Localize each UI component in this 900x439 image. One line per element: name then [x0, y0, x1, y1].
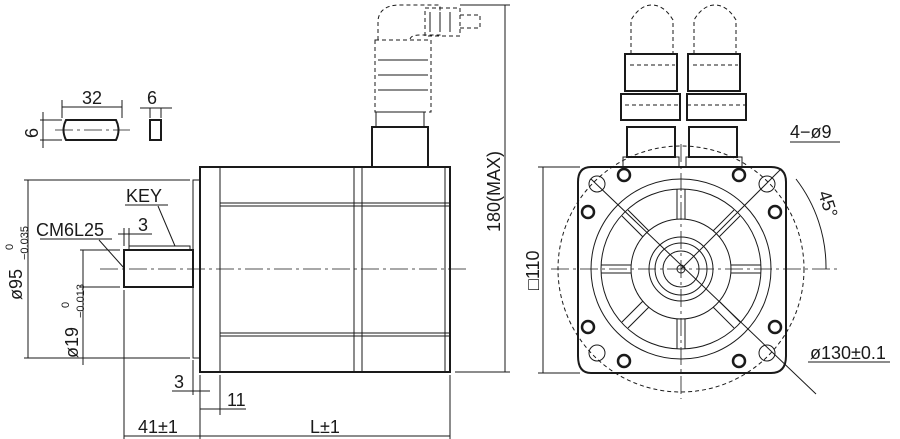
tap-label: CM6L25 — [36, 220, 104, 240]
side-view — [100, 4, 481, 373]
svg-text:0: 0 — [4, 244, 16, 250]
side-dimensions — [24, 4, 510, 439]
mount-holes-label: 4−ø9 — [790, 122, 832, 142]
square-size-label: □110 — [523, 250, 543, 290]
bolt-holes — [580, 167, 783, 369]
pilot-diameter-label: ø95 0 −0.035 — [4, 226, 31, 300]
shaft-length-label: 41±1 — [138, 417, 178, 437]
mount-holes — [588, 175, 776, 362]
key-height-label: 6 — [22, 128, 42, 138]
svg-text:0: 0 — [60, 302, 72, 308]
bolt-circle-label: ø130±0.1 — [810, 343, 886, 363]
height-max-label: 180(MAX) — [484, 151, 504, 232]
body-length-label: L±1 — [310, 417, 340, 437]
front-dimensions — [538, 141, 890, 374]
svg-text:ø95: ø95 — [6, 269, 26, 300]
svg-text:−0.013: −0.013 — [75, 284, 87, 318]
key-label: KEY — [126, 186, 162, 206]
key-width-label: 6 — [147, 88, 157, 108]
flange-thickness-label: 3 — [174, 372, 184, 392]
key-offset-label: 3 — [138, 215, 148, 235]
svg-text:−0.035: −0.035 — [19, 226, 31, 260]
angle-label: 45° — [814, 188, 841, 220]
connector-side — [374, 4, 481, 113]
flange-to-body-label: 11 — [227, 390, 246, 410]
key-detail — [40, 100, 172, 148]
key-length-label: 32 — [82, 88, 102, 108]
connectors-front — [620, 4, 747, 168]
svg-text:ø19: ø19 — [62, 327, 82, 358]
front-view — [551, 144, 841, 399]
shaft-diameter-label: ø19 0 −0.013 — [60, 284, 87, 358]
